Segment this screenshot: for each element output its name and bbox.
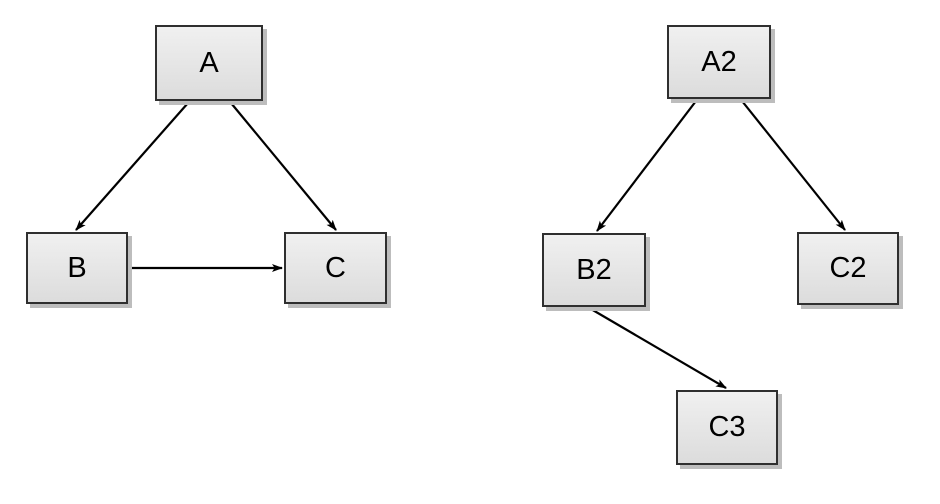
node-label-a2: A2 [701, 45, 737, 78]
edge-a-c[interactable] [230, 102, 337, 231]
edge-a2-c2[interactable] [741, 100, 846, 231]
edges-group [75, 100, 846, 389]
node-label-b2: B2 [576, 253, 612, 286]
node-label-c2: C2 [829, 252, 867, 284]
edge-a2-b2[interactable] [596, 100, 697, 232]
node-label-c: C [325, 251, 346, 284]
node-a2[interactable]: A2 [667, 25, 771, 99]
node-label-c3: C3 [708, 411, 746, 443]
edge-a-b[interactable] [75, 102, 189, 231]
node-a[interactable]: A [155, 25, 263, 101]
node-b2[interactable]: B2 [542, 233, 646, 307]
node-c2[interactable]: C2 [797, 232, 899, 305]
node-c[interactable]: C [284, 232, 387, 304]
node-c3[interactable]: C3 [676, 390, 778, 465]
node-b[interactable]: B [26, 232, 128, 304]
edge-b2-c3[interactable] [590, 308, 727, 389]
node-label-b: B [67, 251, 87, 284]
node-label-a: A [199, 46, 219, 79]
